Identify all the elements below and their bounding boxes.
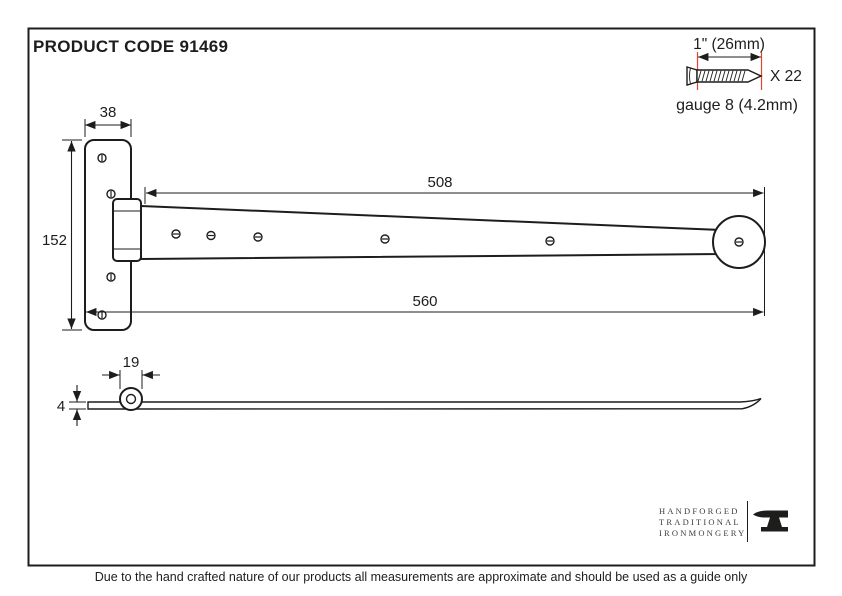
plate-height-value: 152 xyxy=(42,232,67,249)
logo-line1: HANDFORGED xyxy=(659,506,740,516)
screw-shank xyxy=(696,69,763,83)
strap-length-value: 508 xyxy=(427,174,452,191)
dim-strap-length: 508 xyxy=(144,174,765,316)
plate-width-value: 38 xyxy=(100,104,117,121)
strap-side-profile xyxy=(87,397,762,410)
screw-quantity-label: X 22 xyxy=(770,68,802,85)
drawing-border xyxy=(27,27,816,567)
logo-line2: TRADITIONAL xyxy=(659,517,741,527)
logo-line3: IRONMONGERY xyxy=(659,528,746,538)
screw-threads xyxy=(697,70,746,82)
screw-spec: 1" (26mm) X 22 gauge 8 xyxy=(676,36,802,114)
strap-screw-holes xyxy=(171,229,744,247)
footer-note: Due to the hand crafted nature of our pr… xyxy=(95,570,748,584)
front-view: 38 152 xyxy=(42,104,766,331)
screw-gauge-label: gauge 8 (4.2mm) xyxy=(676,97,798,114)
dim-plate-width: 38 xyxy=(84,104,132,137)
anvil-icon xyxy=(753,510,788,532)
screw-head-slot xyxy=(689,67,691,85)
dim-thickness: 4 xyxy=(57,385,86,426)
brand-logo: HANDFORGED TRADITIONAL IRONMONGERY xyxy=(659,501,788,542)
screw-illustration xyxy=(686,66,763,86)
knuckle-diameter-value: 19 xyxy=(123,354,140,371)
hinge-strap xyxy=(140,204,722,261)
overall-length-value: 560 xyxy=(412,293,437,310)
dim-knuckle-diameter: 19 xyxy=(102,354,160,389)
thickness-value: 4 xyxy=(57,398,65,415)
knuckle-side-pin xyxy=(125,393,137,405)
side-view: 19 4 xyxy=(57,354,762,426)
product-code: PRODUCT CODE 91469 xyxy=(33,37,228,56)
screw-head xyxy=(686,66,698,86)
dim-plate-height: 152 xyxy=(42,139,82,331)
dim-overall-length: 560 xyxy=(86,293,764,317)
screw-length-label: 1" (26mm) xyxy=(693,36,765,53)
hinge-knuckle xyxy=(112,198,142,262)
